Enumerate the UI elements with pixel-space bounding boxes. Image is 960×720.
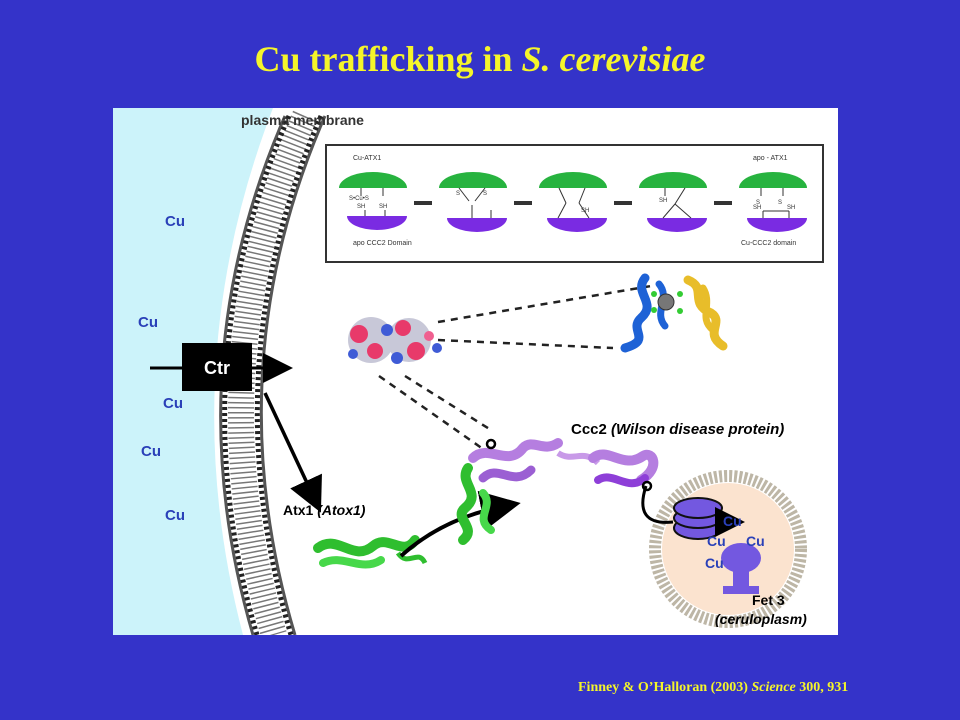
exchange-step-4: SH xyxy=(639,172,707,232)
cu-trafficking-diagram: plasma membrane Cu Cu Cu Cu Cu Ctr Cu-AT… xyxy=(113,108,824,635)
ctr-to-atx1-arrow xyxy=(263,392,322,513)
vesicle-cu-label: Cu xyxy=(705,555,724,571)
site-label: SH xyxy=(357,204,365,210)
fet3-human-label: (ceruloplasm) xyxy=(715,611,807,627)
citation-journal: Science xyxy=(751,680,796,695)
equilibrium-arrow xyxy=(614,201,632,205)
membrane-label: plasma membrane xyxy=(241,112,364,128)
zoom-line xyxy=(437,284,652,324)
atx1-label: Atx1 (Atox1) xyxy=(283,502,366,518)
inset-label-apo-ccc2: apo CCC2 Domain xyxy=(353,240,412,247)
atx1-ccc2-complex-surface xyxy=(348,317,442,364)
atx1-name: Atx1 xyxy=(283,502,317,518)
inset-label-apo-atx1: apo - ATX1 xyxy=(753,155,788,162)
zoom-line xyxy=(404,374,492,432)
exchange-step-2: S S xyxy=(439,172,507,232)
site-label: S•Cu•S xyxy=(349,196,369,202)
slide-title: Cu trafficking in S. cerevisiae xyxy=(0,38,960,80)
title-species: S. cerevisiae xyxy=(521,39,706,79)
site-label: S xyxy=(778,200,782,206)
atx1-ribbon xyxy=(313,535,428,569)
cu-ion-label: Cu xyxy=(165,507,185,524)
citation-ref: 300, 931 xyxy=(795,680,849,695)
metal-site-ribbon-close-up xyxy=(620,273,728,353)
vesicle-cu-label: Cu xyxy=(723,513,742,529)
site-label: SH xyxy=(753,205,761,211)
inset-label-cu-ccc2: Cu-CCC2 domain xyxy=(741,240,796,247)
atx1-to-ccc2-arrow xyxy=(399,490,521,558)
title-main: Cu trafficking in xyxy=(254,39,522,79)
zoom-line xyxy=(437,338,614,350)
site-label: S xyxy=(756,200,760,206)
vesicle-cu-label: Cu xyxy=(746,533,765,549)
ctr-transporter xyxy=(182,343,252,391)
inset-label-cu-atx1: Cu-ATX1 xyxy=(353,155,381,162)
exchange-step-1: S•Cu•S SH SH xyxy=(339,172,407,230)
site-label: SH xyxy=(659,198,667,204)
cu-ion-label: Cu xyxy=(165,213,185,230)
diagram-panel: plasma membrane Cu Cu Cu Cu Cu Ctr Cu-AT… xyxy=(113,108,838,635)
exchange-mechanism-inset: Cu-ATX1 apo - ATX1 apo CCC2 Domain Cu-CC… xyxy=(325,144,824,263)
site-label: SH xyxy=(787,205,795,211)
membrane-heads-inner xyxy=(254,115,324,635)
ccc2-name: Ccc2 xyxy=(571,421,611,438)
citation-authors: Finney & O’Halloran (2003) xyxy=(578,680,752,695)
equilibrium-arrow xyxy=(414,201,432,205)
ccc2-linker xyxy=(641,485,674,524)
site-label: SH xyxy=(581,208,589,214)
ctr-label: Ctr xyxy=(204,358,230,378)
membrane-tails xyxy=(227,110,317,635)
cu-ion-label: Cu xyxy=(138,314,158,331)
membrane-inner-leaflet xyxy=(259,115,327,635)
site-label: S xyxy=(456,191,460,197)
fet3-protein xyxy=(721,543,761,594)
ccc2-human-name: (Wilson disease protein) xyxy=(611,421,784,438)
ccc2-label: Ccc2 (Wilson disease protein) xyxy=(571,421,784,438)
equilibrium-arrow xyxy=(714,201,732,205)
vesicle-cu-label: Cu xyxy=(707,533,726,549)
zoom-line xyxy=(378,374,494,458)
fet3-label: Fet 3 xyxy=(752,592,785,608)
inset-frame xyxy=(325,144,824,263)
exchange-step-5: S S SH SH xyxy=(739,172,807,232)
equilibrium-arrow xyxy=(514,201,532,205)
ccc2-atpase-channel xyxy=(673,497,723,540)
site-label: S xyxy=(483,191,487,197)
cu-ion-label: Cu xyxy=(141,443,161,460)
atx1-human-name: (Atox1) xyxy=(317,502,366,518)
cu-ion-label: Cu xyxy=(163,395,183,412)
exchange-step-3: SH xyxy=(539,172,607,232)
site-label: SH xyxy=(379,204,387,210)
ccc2-atx1-ribbon-complex xyxy=(456,438,659,545)
citation: Finney & O’Halloran (2003) Science 300, … xyxy=(578,680,848,696)
